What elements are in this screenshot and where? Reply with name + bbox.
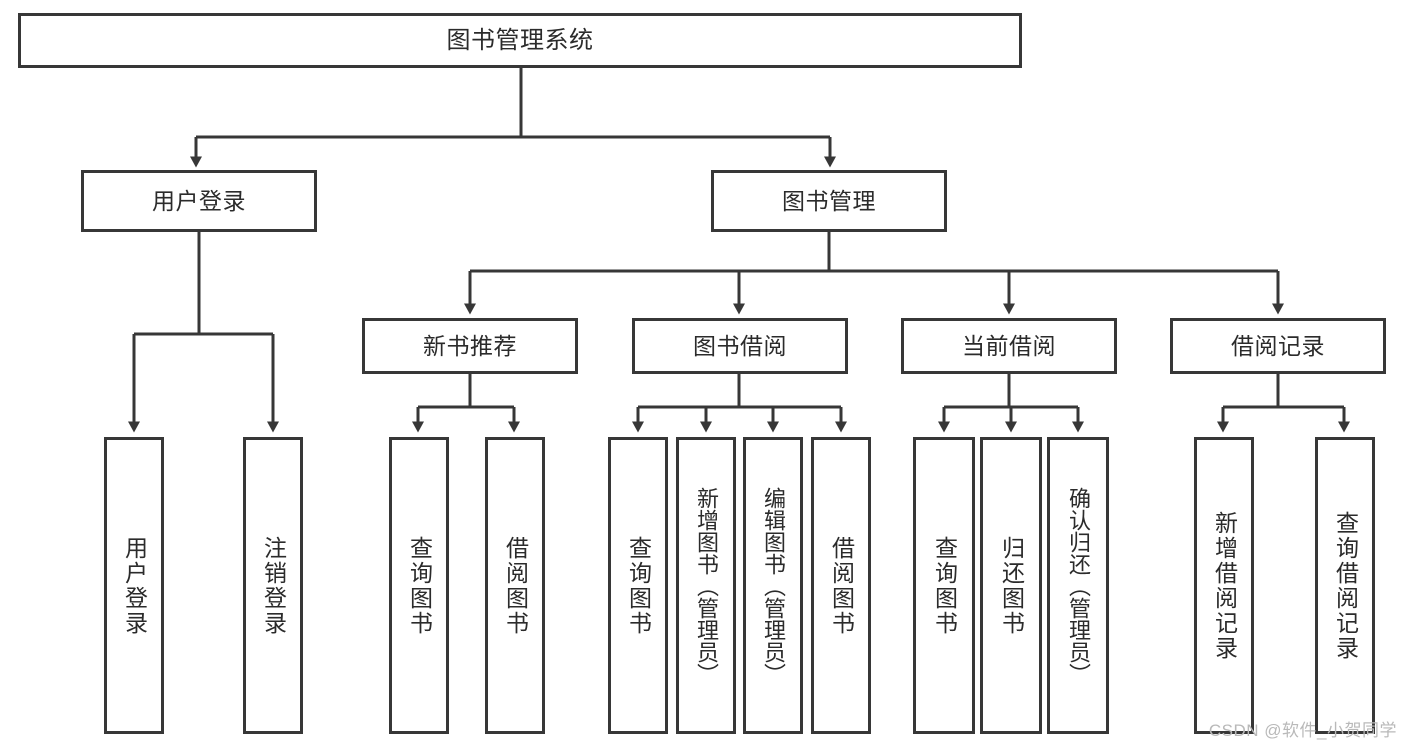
node-label: 查询图书 — [931, 535, 958, 636]
leaf-return-book[interactable]: 归还图书 — [980, 437, 1042, 734]
node-label: 图书管理系统 — [446, 26, 594, 54]
node-label: 新书推荐 — [423, 332, 517, 359]
leaf-borrow-book[interactable]: 借阅图书 — [811, 437, 871, 734]
node-current-borrow[interactable]: 当前借阅 — [901, 318, 1117, 374]
node-label: 归还图书 — [998, 535, 1025, 636]
node-label: 新增图书（管理员） — [694, 486, 719, 685]
node-borrow-record[interactable]: 借阅记录 — [1170, 318, 1386, 374]
node-user-login[interactable]: 用户登录 — [81, 170, 317, 232]
leaf-new-book-query[interactable]: 查询图书 — [389, 437, 449, 734]
node-book-management[interactable]: 图书管理 — [711, 170, 947, 232]
csdn-watermark: CSDN @软件_小贺同学 — [1208, 721, 1397, 740]
leaf-confirm-return-admin[interactable]: 确认归还（管理员） — [1047, 437, 1109, 734]
node-root-system[interactable]: 图书管理系统 — [18, 13, 1022, 68]
leaf-borrow-query-book[interactable]: 查询图书 — [608, 437, 668, 734]
node-label: 借阅图书 — [502, 535, 529, 636]
node-label: 新增借阅记录 — [1211, 510, 1238, 661]
node-label: 注销登录 — [260, 535, 287, 636]
node-label: 用户登录 — [121, 535, 148, 636]
leaf-current-query-book[interactable]: 查询图书 — [913, 437, 975, 734]
node-label: 当前借阅 — [962, 332, 1056, 359]
node-label: 确认归还（管理员） — [1066, 486, 1091, 685]
node-label: 查询图书 — [406, 535, 433, 636]
leaf-query-borrow-record[interactable]: 查询借阅记录 — [1315, 437, 1375, 734]
node-label: 图书借阅 — [693, 332, 787, 359]
node-label: 图书管理 — [782, 187, 876, 214]
leaf-new-book-borrow[interactable]: 借阅图书 — [485, 437, 545, 734]
leaf-add-borrow-record[interactable]: 新增借阅记录 — [1194, 437, 1254, 734]
node-book-borrow[interactable]: 图书借阅 — [632, 318, 848, 374]
node-label: 借阅记录 — [1231, 332, 1325, 359]
leaf-edit-book-admin[interactable]: 编辑图书（管理员） — [743, 437, 803, 734]
node-label: 查询图书 — [625, 535, 652, 636]
node-new-book-recommend[interactable]: 新书推荐 — [362, 318, 578, 374]
node-label: 编辑图书（管理员） — [761, 486, 786, 685]
leaf-user-login[interactable]: 用户登录 — [104, 437, 164, 734]
node-label: 借阅图书 — [828, 535, 855, 636]
node-label: 用户登录 — [152, 187, 246, 214]
node-label: 查询借阅记录 — [1332, 510, 1359, 661]
leaf-logout[interactable]: 注销登录 — [243, 437, 303, 734]
leaf-add-book-admin[interactable]: 新增图书（管理员） — [676, 437, 736, 734]
